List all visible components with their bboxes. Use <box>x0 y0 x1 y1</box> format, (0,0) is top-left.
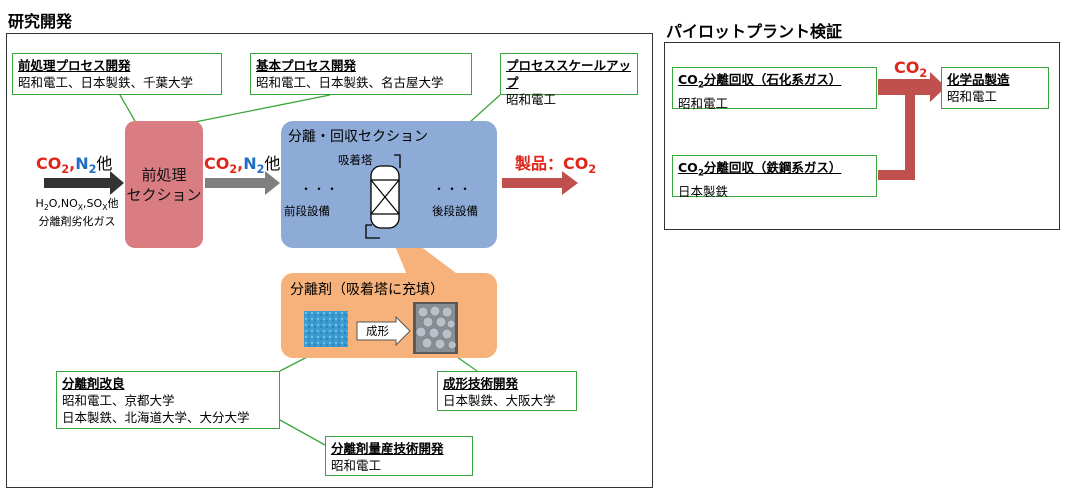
pilot-petrochem-body: 昭和電工 <box>678 95 729 111</box>
agent-improvement-body-1: 昭和電工、京都大学 <box>62 393 175 408</box>
pretreatment-dev-box: 前処理プロセス開発 昭和電工、日本製鉄、千葉大学 <box>12 53 222 95</box>
scaleup-body: 昭和電工 <box>506 92 557 107</box>
pretreatment-dev-title: 前処理プロセス開発 <box>18 58 131 73</box>
agent-improvement-body-2: 日本製鉄、北海道大学、大分大学 <box>62 410 250 425</box>
chemical-production-title: 化学品製造 <box>947 72 1010 87</box>
forming-arrow-label: 成形 <box>366 324 389 338</box>
input-arrow <box>44 171 124 195</box>
mass-production-title: 分離剤量産技術開発 <box>331 441 444 456</box>
agent-improvement-title: 分離剤改良 <box>62 376 125 391</box>
chemical-production-body: 昭和電工 <box>947 89 998 104</box>
pretreatment-section: 前処理セクション <box>125 121 203 248</box>
impurities-label: H2O,NOX,SOX他 分離剤劣化ガス <box>35 197 119 229</box>
pilot-petrochem-title: CO2分離回収（石化系ガス） <box>678 72 842 91</box>
scaleup-box: プロセススケールアップ 昭和電工 <box>500 53 638 107</box>
pilot-steel-box: CO2分離回収（鉄鋼系ガス） 日本製鉄 <box>672 155 877 199</box>
pellets-image <box>413 302 458 354</box>
forming-tech-title: 成形技術開発 <box>443 376 519 391</box>
scaleup-title: プロセススケールアップ <box>506 58 632 90</box>
basic-process-box: 基本プロセス開発 昭和電工、日本製鉄、名古屋大学 <box>250 53 472 95</box>
agent-improvement-box: 分離剤改良 昭和電工、京都大学 日本製鉄、北海道大学、大分大学 <box>56 371 280 429</box>
powder-image <box>304 311 348 347</box>
forming-tech-body: 日本製鉄、大阪大学 <box>443 393 556 408</box>
product-arrow <box>502 171 578 195</box>
pretreatment-dev-body: 昭和電工、日本製鉄、千葉大学 <box>18 75 194 90</box>
front-equipment-label: 前段設備 <box>284 204 330 218</box>
pilot-petrochem-box: CO2分離回収（石化系ガス） 昭和電工 <box>672 67 877 111</box>
product-label: 製品：CO2 <box>515 154 597 177</box>
pilot-heading: パイロットプラント検証 <box>666 22 843 41</box>
forming-arrow <box>356 316 411 346</box>
mid-arrow <box>205 171 280 195</box>
mass-production-box: 分離剤量産技術開発 昭和電工 <box>325 436 473 476</box>
pilot-steel-body: 日本製鉄 <box>678 183 729 199</box>
mid-gas-label: CO2,N2他 <box>204 154 281 177</box>
input-gas-label: CO2,N2他 <box>36 154 113 177</box>
forming-tech-box: 成形技術開発 日本製鉄、大阪大学 <box>437 371 577 411</box>
pilot-arrow-top <box>878 72 946 102</box>
back-equipment-label: 後段設備 <box>432 204 478 218</box>
basic-process-body: 昭和電工、日本製鉄、名古屋大学 <box>256 75 444 90</box>
chemical-production-box: 化学品製造 昭和電工 <box>941 67 1049 109</box>
front-dots: ・・・ <box>300 182 340 196</box>
back-dots: ・・・ <box>433 182 473 196</box>
adsorption-tower-label: 吸着塔 <box>338 153 373 167</box>
basic-process-title: 基本プロセス開発 <box>256 58 357 73</box>
pilot-co2-label: CO2 <box>894 58 928 81</box>
pilot-steel-title: CO2分離回収（鉄鋼系ガス） <box>678 160 842 179</box>
mass-production-body: 昭和電工 <box>331 458 382 473</box>
separation-title: 分離・回収セクション <box>288 129 428 145</box>
pilot-arrow-bottom <box>878 95 915 180</box>
separation-agent-title: 分離剤（吸着塔に充填） <box>290 282 444 298</box>
adsorption-tower-icon <box>365 154 401 239</box>
research-heading: 研究開発 <box>8 12 73 31</box>
